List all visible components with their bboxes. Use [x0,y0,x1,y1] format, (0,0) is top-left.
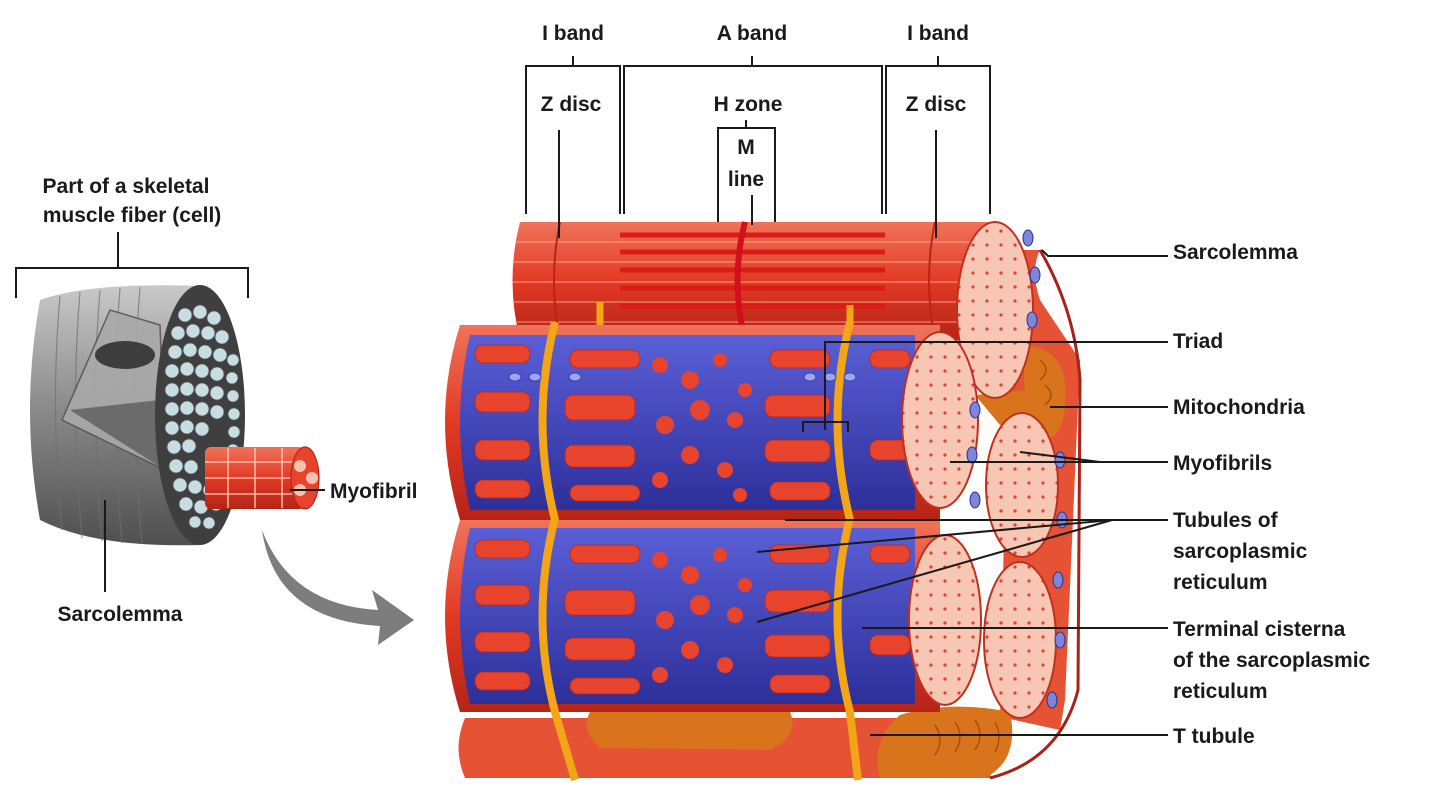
label-z-disc-left: Z disc [541,93,602,116]
muscle-fiber-cell [15,232,414,645]
label-myofibril: Myofibril [330,480,418,503]
label-fiber-2: muscle fiber (cell) [43,204,222,227]
t-tubule-middle-right [833,321,854,521]
middle-myofibril [445,302,979,521]
label-fiber-1: Part of a skeletal [43,175,210,198]
label-mitochondria: Mitochondria [1173,396,1305,419]
label-tubules-2: sarcoplasmic [1173,540,1308,563]
label-m-line-1: M [737,136,755,159]
labels: I band A band I band Z disc H zone M lin… [43,22,1371,748]
label-cisterna-2: of the sarcoplasmic [1173,649,1371,672]
label-tubules-3: reticulum [1173,571,1268,594]
label-z-disc-right: Z disc [906,93,967,116]
band-brackets [525,56,991,238]
label-m-line-2: line [728,168,764,191]
zoom-arrow-icon [262,530,414,645]
mitochondrion-bottom-right [877,706,1013,778]
label-a-band: A band [717,22,787,45]
bottom-myofibril [445,517,1057,782]
fiber-bracket [15,232,249,298]
myofibril-detail [445,221,1082,782]
label-sarcolemma-left: Sarcolemma [58,603,183,626]
label-triad: Triad [1173,330,1223,353]
label-cisterna-1: Terminal cisterna [1173,618,1346,641]
leader-lines [104,249,1168,736]
label-i-band-left: I band [542,22,604,45]
top-myofibril [511,221,1034,399]
t-tubule-bottom-left [538,517,579,782]
extracted-myofibril [205,446,320,510]
label-tubules-1: Tubules of [1173,509,1279,532]
myofibril-end-right [985,412,1059,558]
mitochondrion-bottom-left [586,706,793,750]
label-t-tubule: T tubule [1173,725,1255,748]
label-myofibrils: Myofibrils [1173,452,1272,475]
label-i-band-right: I band [907,22,969,45]
label-h-zone: H zone [714,93,783,116]
t-tubule-middle-left [538,321,559,521]
label-sarcolemma-right: Sarcolemma [1173,241,1298,264]
label-cisterna-3: reticulum [1173,680,1268,703]
